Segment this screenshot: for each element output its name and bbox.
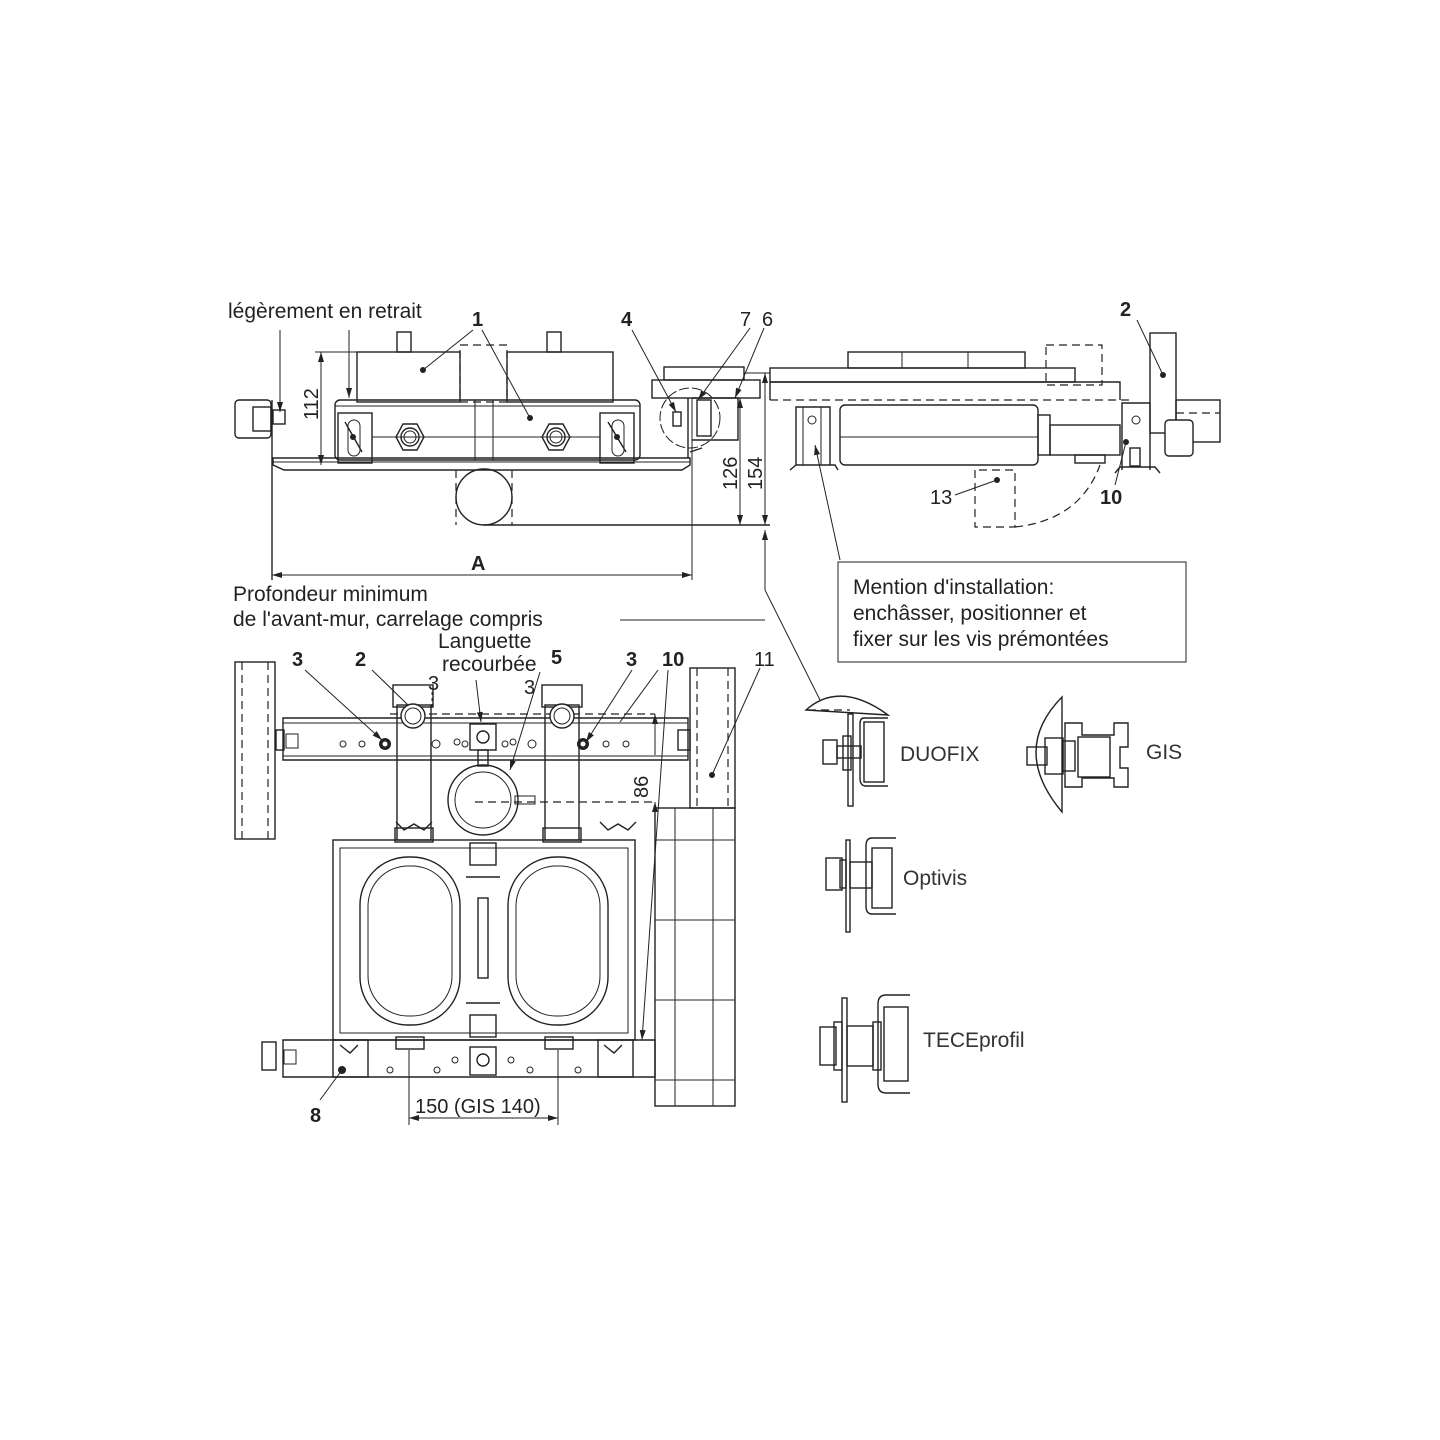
- fastener-label-gis: GIS: [1146, 741, 1182, 764]
- callout-13: 13: [930, 487, 952, 509]
- depth-note-line1: Profondeur minimum: [233, 583, 428, 606]
- callout-5: 5: [551, 647, 562, 669]
- callout-10-front: 10: [662, 649, 684, 671]
- depth-note: Profondeur minimum de l'avant-mur, carre…: [233, 530, 821, 701]
- gis-fastener-detail: GIS: [1026, 695, 1182, 814]
- dim-86: 86: [631, 776, 653, 798]
- dim-3-left: 3: [428, 673, 439, 695]
- bent-tab-label-line2: recourbée: [442, 653, 537, 676]
- install-note-line2: enchâsser, positionner et: [853, 602, 1087, 625]
- dim-150: 150 (GIS 140): [415, 1096, 541, 1118]
- dim-3-center: 3: [524, 677, 535, 699]
- callout-10-top: 10: [1100, 487, 1122, 509]
- top-right-section-view: 2 10 13: [769, 299, 1221, 561]
- install-note-line1: Mention d'installation:: [853, 576, 1054, 599]
- callout-8: 8: [310, 1105, 321, 1127]
- recessed-note: légèrement en retrait: [228, 300, 422, 323]
- fastener-details: DUOFIX GIS Optivis TECEprofil: [804, 695, 1182, 1103]
- fastener-label-teceprofil: TECEprofil: [923, 1029, 1025, 1052]
- fastener-label-optivis: Optivis: [903, 867, 967, 890]
- installation-note-box: Mention d'installation: enchâsser, posit…: [837, 561, 1187, 663]
- bent-tab-label-line1: Languette: [438, 630, 531, 653]
- callout-4: 4: [621, 309, 633, 331]
- optivis-fastener-detail: Optivis: [825, 837, 967, 933]
- depth-note-line2: de l'avant-mur, carrelage compris: [233, 608, 543, 631]
- callout-1: 1: [472, 309, 483, 331]
- callout-7: 7: [740, 309, 751, 331]
- duofix-fastener-detail: DUOFIX: [804, 695, 979, 807]
- fastener-label-duofix: DUOFIX: [900, 743, 979, 766]
- callout-3-right: 3: [626, 649, 637, 671]
- callout-11: 11: [754, 649, 775, 671]
- front-view: 3 2 3 Languette recourbée 5 3 3 10 11 86…: [234, 630, 775, 1127]
- install-note-line3: fixer sur les vis prémontées: [853, 628, 1109, 651]
- dim-154: 154: [745, 457, 767, 490]
- callout-2-top: 2: [1120, 299, 1131, 321]
- teceprofil-fastener-detail: TECEprofil: [819, 994, 1025, 1103]
- callout-2-front: 2: [355, 649, 366, 671]
- dim-a: A: [471, 553, 485, 575]
- callout-3-left: 3: [292, 649, 303, 671]
- dim-112: 112: [301, 388, 323, 420]
- dim-126: 126: [720, 457, 742, 490]
- top-left-section-view: légèrement en retrait 1 4 7 6 112 126 15…: [228, 300, 773, 580]
- callout-6: 6: [762, 309, 773, 331]
